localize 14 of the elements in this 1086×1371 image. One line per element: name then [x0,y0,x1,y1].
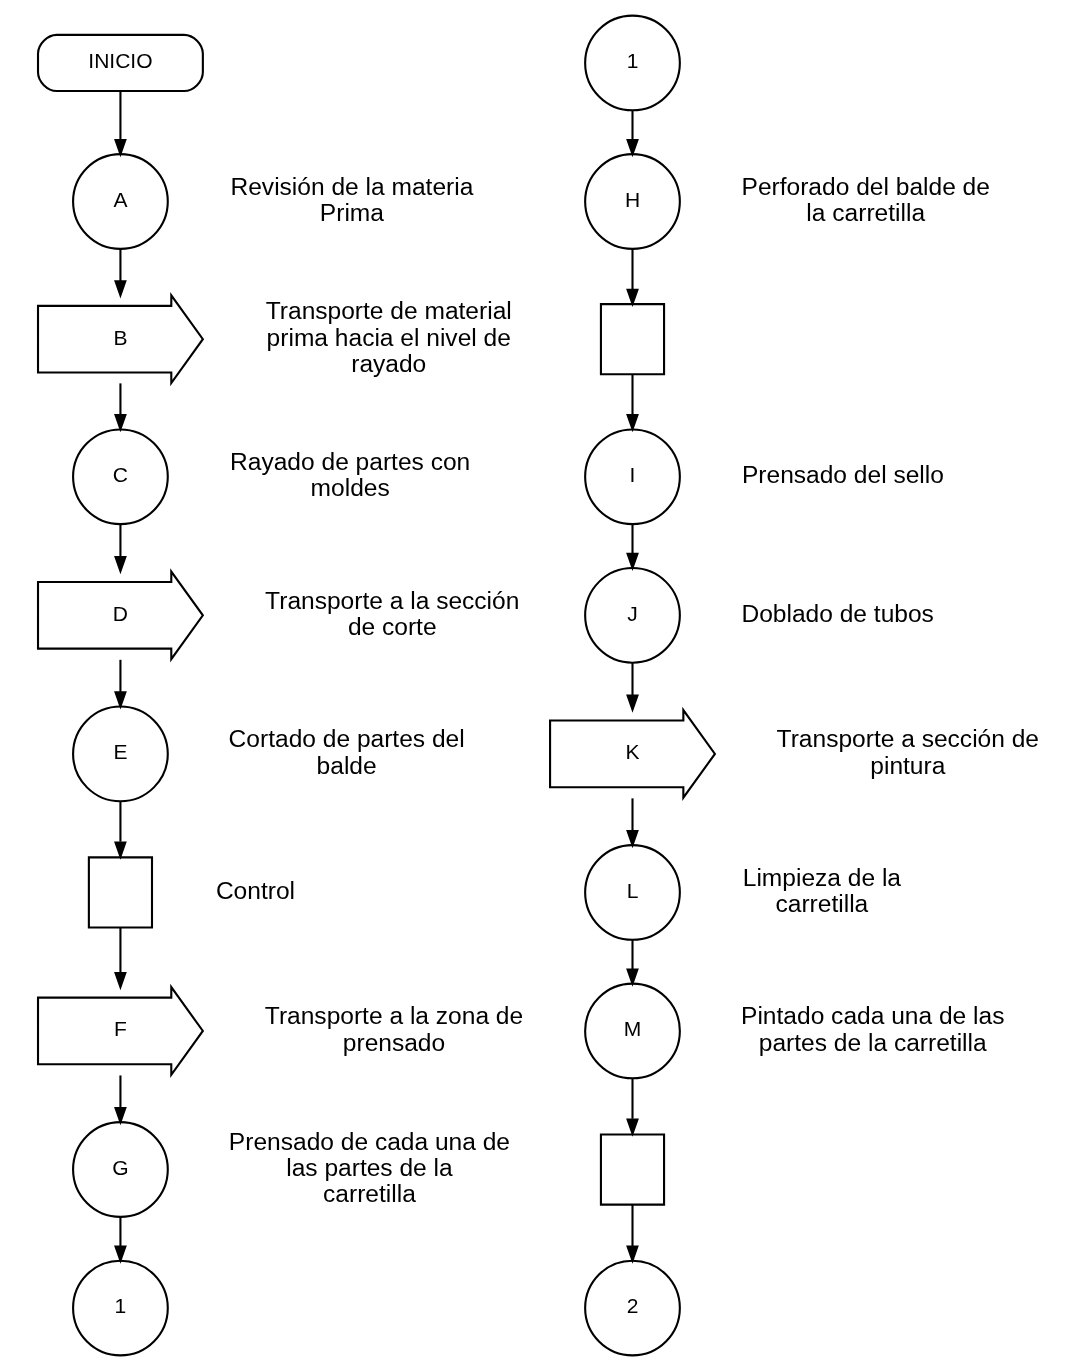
node-label: Cortado de partes del balde [228,725,465,779]
node-label: Revisión de la materia Prima [229,172,473,227]
node-label: Limpieza de la carretilla [742,863,901,918]
node-label: Transporte a la zona de prensado [264,1002,523,1056]
node-label: Control [215,876,295,904]
node-label: Perforado del balde de la carretilla [741,172,990,227]
node-label: Doblado de tubos [740,599,934,627]
node-label: Transporte a sección de pintura [776,725,1039,779]
node-label: Prensado de cada una de las partes de la carretilla [228,1127,510,1208]
node-label: Transporte de material prima hacia el nivel de rayado [265,297,512,377]
node-label: Prensado del sello [741,461,944,489]
node-label: Transporte a la sección de corte [264,586,519,640]
node-label: Rayado de partes con moldes [229,448,470,502]
node-label: Pintado cada una de las partes de la carretilla [740,1002,1004,1056]
